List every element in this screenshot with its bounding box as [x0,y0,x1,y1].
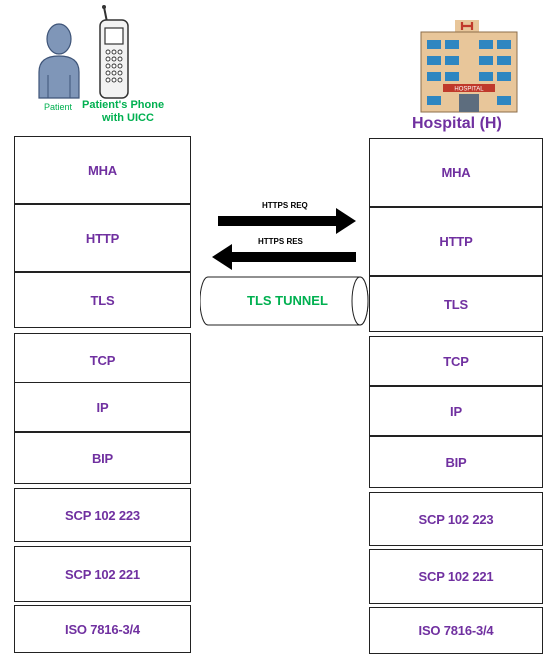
patient-label: Patient [44,102,73,112]
phone-icon [99,5,129,99]
right-layer-iso-7816: ISO 7816-3/4 [369,607,543,654]
left-layer-scp-102-223: SCP 102 223 [14,488,191,542]
left-layer-bip: BIP [14,432,191,484]
left-layer-scp-102-221: SCP 102 221 [14,546,191,602]
right-layer-bip: BIP [369,436,543,488]
right-layer-tls: TLS [369,276,543,332]
tls-tunnel-label: TLS TUNNEL [247,293,328,308]
https-res-arrow [212,244,356,270]
left-layer-iso-7816: ISO 7816-3/4 [14,605,191,653]
phone-label-line1: Patient's Phone [82,99,165,111]
right-layer-tcp: TCP [369,336,543,386]
left-layer-mha: MHA [14,136,191,204]
https-res-label: HTTPS RES [258,237,303,246]
right-layer-scp-102-223: SCP 102 223 [369,492,543,546]
left-layer-tcp: TCP [14,333,191,387]
right-layer-ip: IP [369,386,543,436]
right-layer-http: HTTP [369,207,543,276]
hospital-sign: HOSPITAL [454,87,484,93]
https-req-label: HTTPS REQ [262,201,308,210]
right-layer-mha: MHA [369,138,543,207]
patient-icon [38,23,80,99]
left-layer-http: HTTP [14,204,191,272]
phone-label-line2: with UICC [102,112,154,124]
hospital-icon: HOSPITAL [420,20,518,113]
right-layer-scp-102-221: SCP 102 221 [369,549,543,604]
tls-tunnel-cylinder [200,276,369,326]
left-layer-tls: TLS [14,272,191,328]
left-layer-ip: IP [14,382,191,432]
https-req-arrow [218,208,356,234]
hospital-title: Hospital (H) [412,115,502,132]
